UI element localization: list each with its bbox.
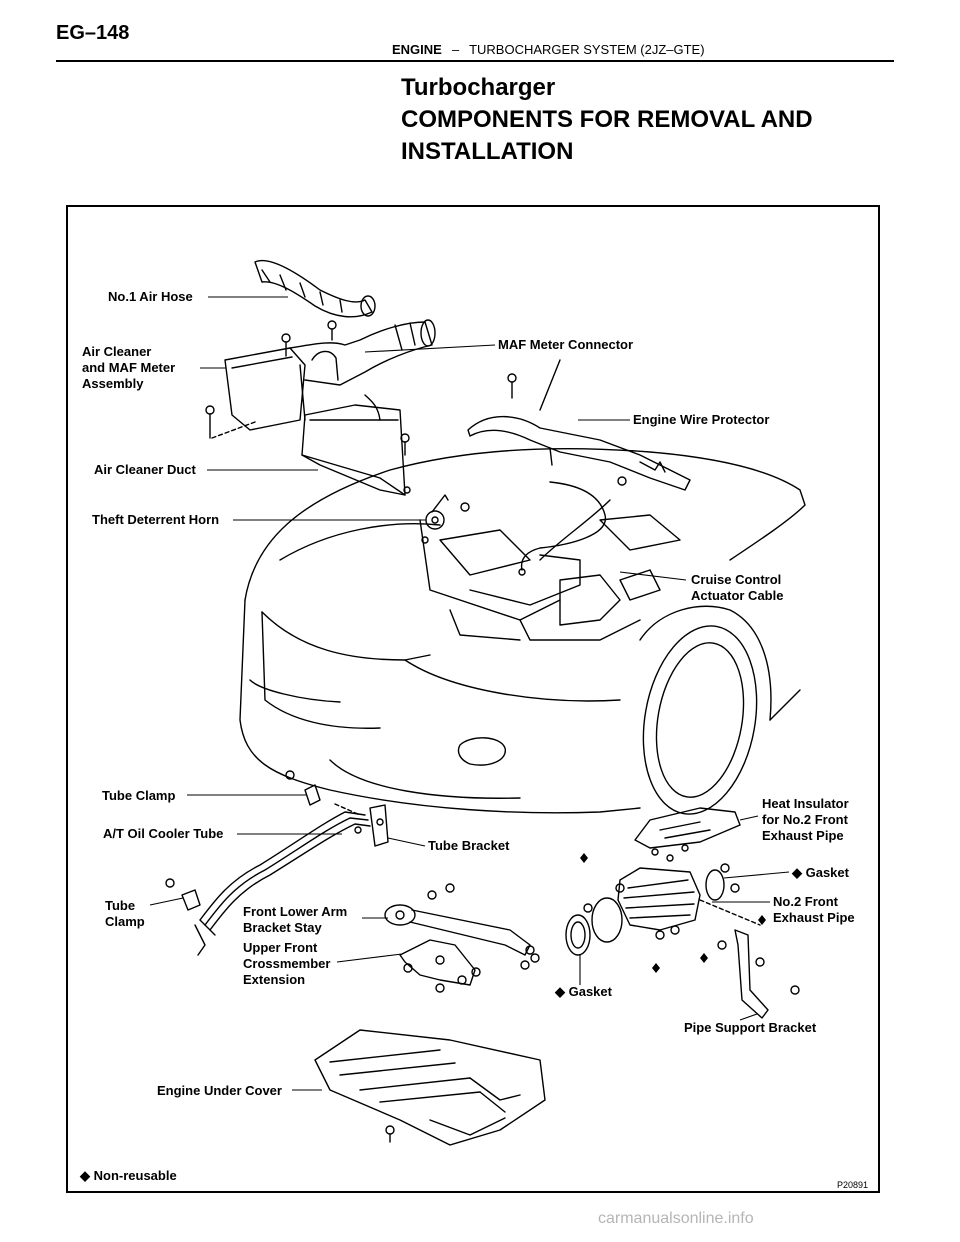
label-heat-insulator-3: Exhaust Pipe [762,828,844,843]
label-air-cleaner-3: Assembly [82,376,144,391]
air-cleaner-drawing [205,319,436,439]
leader-lines [149,296,790,1091]
label-oil-cooler-tube: A/T Oil Cooler Tube [103,826,223,841]
subsection-name: TURBOCHARGER SYSTEM (2JZ–GTE) [469,42,705,57]
title-line-1: Turbocharger [401,74,556,101]
title-line-2: COMPONENTS FOR REMOVAL AND INSTALLATION [401,106,813,165]
label-crossmember-3: Extension [243,972,305,987]
air-cleaner-duct-drawing [301,394,411,496]
section-name: ENGINE [392,42,442,57]
legend-non-reusable: ◆ Non-reusable [79,1168,177,1183]
label-cruise-1: Cruise Control [691,572,781,587]
label-air-hose: No.1 Air Hose [108,289,193,304]
label-maf-connector: MAF Meter Connector [498,337,633,352]
exhaust-pipe-drawing [565,863,761,956]
page-number: EG–148 [56,22,130,44]
footer-watermark: carmanualsonline.info [598,1210,754,1227]
label-tube-clamp-bottom-2: Clamp [105,914,145,929]
label-lower-arm-1: Front Lower Arm [243,904,347,919]
lower-arm-stay-drawing [384,883,535,956]
label-exhaust-pipe-2: Exhaust Pipe [773,910,855,925]
car-body-drawing [239,447,806,815]
label-tube-bracket: Tube Bracket [428,838,510,853]
header-rule [56,60,894,62]
page-title: Turbocharger COMPONENTS FOR REMOVAL AND … [401,72,871,168]
under-cover-drawing [314,1029,546,1146]
label-pipe-bracket: Pipe Support Bracket [684,1020,817,1035]
label-cruise-2: Actuator Cable [691,588,783,603]
oil-cooler-tube-drawing [165,770,389,956]
section-separator: – [451,42,460,57]
cruise-cable-drawing [518,481,606,576]
crossmember-drawing [399,939,540,993]
air-hose-drawing [254,259,376,318]
label-crossmember-1: Upper Front [243,940,318,955]
label-under-cover: Engine Under Cover [157,1083,282,1098]
label-gasket-right: ◆ Gasket [791,865,850,880]
label-air-duct: Air Cleaner Duct [94,462,197,477]
diagram-frame [66,205,880,1193]
theft-horn-drawing [421,494,470,544]
label-wire-protector: Engine Wire Protector [633,412,769,427]
heat-insulator-drawing [634,807,741,862]
label-tube-clamp-bottom-1: Tube [105,898,135,913]
wire-protector-drawing [467,359,691,491]
label-heat-insulator-1: Heat Insulator [762,796,849,811]
non-reusable-markers [580,853,766,973]
label-theft-horn: Theft Deterrent Horn [92,512,219,527]
label-air-cleaner-1: Air Cleaner [82,344,151,359]
label-heat-insulator-2: for No.2 Front [762,812,849,827]
label-crossmember-2: Crossmember [243,956,330,971]
pipe-bracket-drawing [734,929,800,1019]
label-tube-clamp-top: Tube Clamp [102,788,175,803]
label-air-cleaner-2: and MAF Meter [82,360,175,375]
section-heading: ENGINE–TURBOCHARGER SYSTEM (2JZ–GTE) [392,42,705,57]
label-gasket-bottom: ◆ Gasket [554,984,613,999]
figure-code: P20891 [837,1180,868,1190]
label-lower-arm-2: Bracket Stay [243,920,323,935]
label-exhaust-pipe-1: No.2 Front [773,894,839,909]
